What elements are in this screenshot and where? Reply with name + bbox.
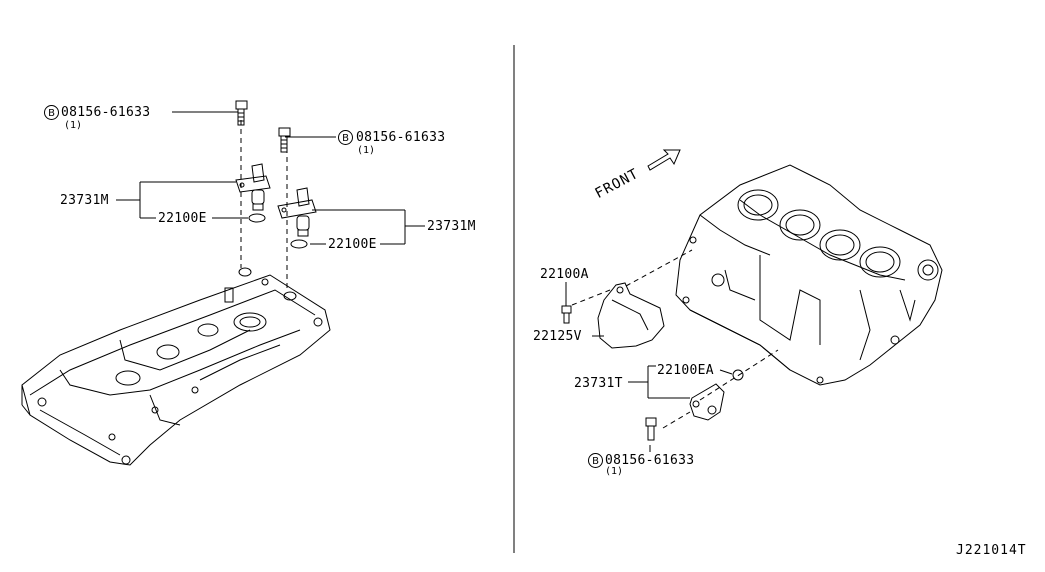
bolt-top-left bbox=[235, 100, 248, 126]
part-label-23731t[interactable]: 23731T bbox=[574, 376, 623, 391]
bolt-22100a bbox=[561, 305, 572, 324]
sensor-23731t bbox=[689, 383, 725, 421]
sensor-right bbox=[277, 187, 317, 237]
valve-cover bbox=[21, 267, 331, 466]
part-label-bolt-right[interactable]: 08156-61633 bbox=[356, 130, 446, 145]
part-label-bolt-top[interactable]: 08156-61633 bbox=[61, 105, 151, 120]
oring-22100ea bbox=[732, 369, 744, 381]
part-label-22100a[interactable]: 22100A bbox=[540, 267, 589, 282]
part-label-bolt-bottom[interactable]: 08156-61633 bbox=[605, 453, 695, 468]
bolt-symbol-icon: B bbox=[588, 453, 603, 468]
part-label-22100ea[interactable]: 22100EA bbox=[657, 363, 714, 378]
bolt-symbol-icon: B bbox=[338, 130, 353, 145]
sensor-left bbox=[235, 163, 271, 211]
oring-right bbox=[290, 239, 308, 249]
diagram-code: J221014T bbox=[956, 543, 1027, 558]
dashed-guides-right bbox=[571, 249, 779, 429]
bolt-symbol-icon: B bbox=[44, 105, 59, 120]
leader-lines-right bbox=[565, 282, 733, 452]
part-label-sensor-right[interactable]: 23731M bbox=[427, 219, 476, 234]
part-label-oring-right[interactable]: 22100E bbox=[328, 237, 377, 252]
bolt-bottom-right bbox=[645, 417, 657, 441]
qty-label-bolt-right: (1) bbox=[357, 145, 376, 156]
bolt-right-left bbox=[278, 127, 291, 153]
part-label-22125v[interactable]: 22125V bbox=[533, 329, 582, 344]
part-label-oring-left[interactable]: 22100E bbox=[158, 211, 207, 226]
cover-22125v bbox=[597, 282, 665, 349]
leader-lines-left bbox=[116, 111, 425, 245]
dashed-guides-left bbox=[240, 120, 288, 292]
part-label-sensor-left[interactable]: 23731M bbox=[60, 193, 109, 208]
qty-label-bolt-top: (1) bbox=[64, 120, 83, 131]
qty-label-bolt-bottom: (1) bbox=[605, 466, 624, 477]
oring-left bbox=[248, 213, 266, 223]
engine-block bbox=[675, 164, 943, 386]
front-arrow-icon bbox=[647, 149, 681, 171]
